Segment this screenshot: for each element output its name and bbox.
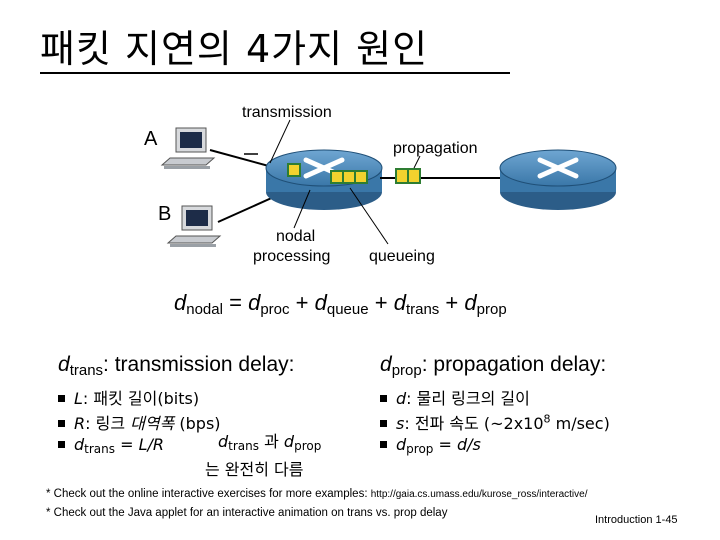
note-interactive-exercises: * Check out the online interactive exerc… xyxy=(46,488,588,500)
delay-diagram xyxy=(160,119,617,247)
title-underline xyxy=(40,72,510,74)
exercises-link[interactable]: http://gaia.cs.umass.edu/kurose_ross/int… xyxy=(370,489,588,500)
comparison-note: dtrans 과 dprop xyxy=(218,432,322,453)
host-b-label: B xyxy=(158,203,172,225)
computer-icon xyxy=(166,205,222,247)
note-java-applet: * Check out the Java applet for an inter… xyxy=(46,507,448,519)
transmission-delay-heading: dtrans: transmission delay: xyxy=(58,353,295,379)
queueing-label: queueing xyxy=(369,248,435,265)
list-item: d: 물리 링크의 길이 xyxy=(380,385,530,409)
list-item: R: 링크 대역폭 (bps) xyxy=(58,410,221,434)
computer-icon xyxy=(160,127,216,169)
comparison-note-line2: 는 완전히 다름 xyxy=(205,460,304,479)
packet-icon xyxy=(287,163,368,184)
router-icon xyxy=(499,149,617,210)
propagation-delay-heading: dprop: propagation delay: xyxy=(380,353,607,379)
list-item: dprop = d/s xyxy=(380,435,481,456)
host-a-label: A xyxy=(144,128,158,150)
list-item: s: 전파 속도 (~2x108 m/sec) xyxy=(380,410,610,434)
transmission-label: transmission xyxy=(242,104,332,121)
packet-icon xyxy=(395,168,421,184)
propagation-label: propagation xyxy=(393,140,478,157)
page-title: 패킷 지연의 4가지 원인 xyxy=(40,27,429,71)
list-item: dtrans = L/R xyxy=(58,435,164,456)
slide-footer: Introduction 1-45 xyxy=(595,514,678,526)
nodal-label: nodal xyxy=(276,228,316,245)
nodal-delay-equation: dnodal = dproc + dqueue + dtrans + dprop xyxy=(174,290,507,318)
list-item: L: 패킷 길이(bits) xyxy=(58,385,199,409)
processing-label: processing xyxy=(253,248,331,265)
